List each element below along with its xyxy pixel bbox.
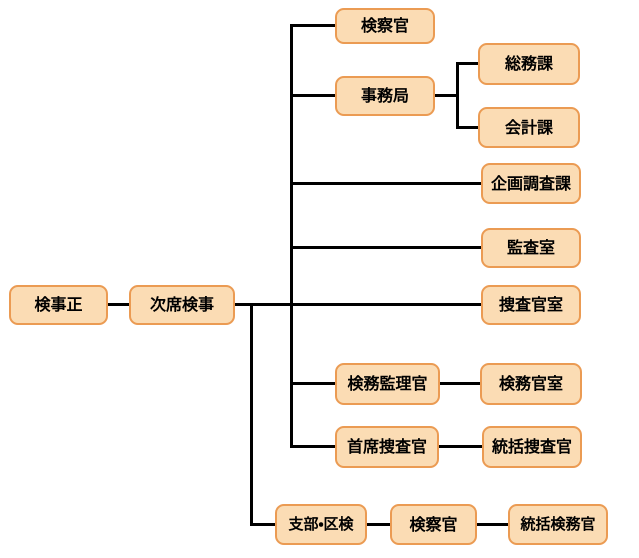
node-shibu-kuken-label: 支部・区検 (288, 515, 354, 533)
node-shibu-kensatsukan-label: 検察官 (409, 514, 458, 534)
node-shuseki-sosakan: 首席捜査官 (335, 426, 439, 468)
node-somuka: 総務課 (478, 43, 580, 85)
node-kensatsukan: 検察官 (335, 8, 435, 44)
node-tokatsu-kenmukan: 統括検務官 (508, 504, 608, 545)
node-sosakanshitsu-label: 捜査官室 (498, 295, 563, 314)
node-kikaku-chosaka-label: 企画調査課 (490, 173, 571, 193)
node-tokatsu-sosakan: 統括捜査官 (482, 426, 582, 468)
connector-jisekikenji-sosakanshitsu (235, 303, 481, 306)
node-shibu-kuken: 支部・区検 (275, 504, 367, 545)
node-tokatsu-sosakan-label: 統括捜査官 (491, 437, 572, 456)
node-kenjisei-label: 検事正 (34, 295, 83, 314)
connector-shusekisosakan-tokatsusosakan (439, 445, 482, 448)
node-jimukyoku-label: 事務局 (360, 86, 409, 105)
connector-trunk-jimukyoku (456, 62, 459, 129)
connector-branch-somuka (456, 62, 478, 65)
node-sosakanshitsu: 捜査官室 (481, 285, 581, 325)
node-kaikeika-label: 会計課 (504, 117, 553, 137)
connector-shibukuken-kensatsukan (367, 523, 390, 526)
connector-branch-kenmukanrikan (290, 382, 335, 385)
node-jiseki-kenji-label: 次席検事 (149, 295, 214, 314)
node-tokatsu-kenmukan-label: 統括検務官 (520, 515, 596, 533)
node-kensatsukan-label: 検察官 (360, 16, 409, 35)
connector-branch-kikakuchosaka (290, 182, 481, 185)
node-somuka-label: 総務課 (504, 54, 553, 73)
node-kansashitsu: 監査室 (481, 228, 581, 268)
connector-branch-kaikeika (456, 126, 478, 129)
connector-branch-shibukuken (250, 523, 275, 526)
node-kaikeika: 会計課 (478, 107, 580, 148)
node-jimukyoku: 事務局 (335, 76, 435, 116)
node-kenmu-kanshitsu-label: 検務官室 (498, 374, 563, 393)
connector-trunk-main (290, 24, 293, 448)
connector-trunk-shibu (250, 303, 253, 526)
node-kansashitsu-label: 監査室 (506, 238, 555, 257)
connector-kenjisei-jisekikenji (108, 303, 129, 306)
connector-kensatsukan-tokatsukenmukan (477, 523, 508, 526)
node-kenmu-kanrikan-label: 検務監理官 (347, 374, 428, 393)
node-kenmu-kanshitsu: 検務官室 (480, 363, 582, 405)
node-jiseki-kenji: 次席検事 (129, 285, 235, 325)
connector-jimukyoku-junction (435, 94, 459, 97)
connector-branch-kansashitsu (290, 246, 481, 249)
connector-kenmukanrikan-kenmukanshitsu (440, 382, 480, 385)
node-kenmu-kanrikan: 検務監理官 (335, 363, 440, 405)
node-shuseki-sosakan-label: 首席捜査官 (346, 437, 427, 456)
connector-branch-shusekisosakan (290, 445, 335, 448)
node-shibu-kensatsukan: 検察官 (390, 504, 477, 545)
node-kenjisei: 検事正 (9, 285, 108, 325)
node-kikaku-chosaka: 企画調査課 (481, 163, 581, 204)
connector-branch-jimukyoku (290, 94, 335, 97)
connector-branch-kensatsukan (290, 24, 335, 27)
